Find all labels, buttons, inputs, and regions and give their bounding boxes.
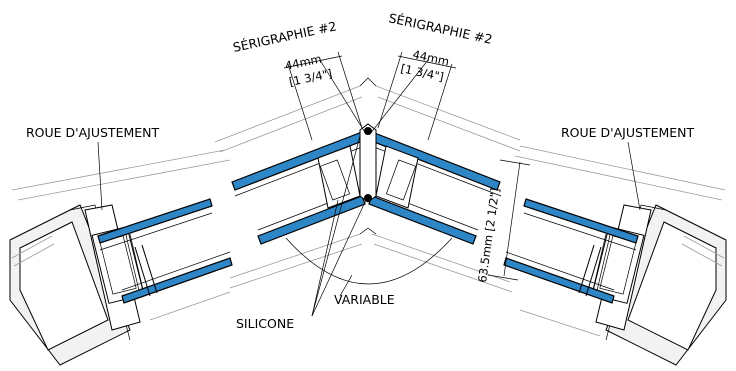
silicone-bead-bottom bbox=[364, 194, 372, 202]
variable-angle-arc bbox=[285, 237, 453, 285]
background-outlines bbox=[11, 77, 726, 337]
label-serigraphie-left: SÉRIGRAPHIE #2 bbox=[232, 18, 338, 55]
right-glass-units bbox=[368, 131, 639, 304]
right-wall bbox=[605, 204, 727, 366]
label-silicone: SILICONE bbox=[236, 316, 294, 331]
label-roue-right: ROUE D'AJUSTEMENT bbox=[561, 125, 694, 140]
leader-lines bbox=[97, 59, 641, 317]
label-variable: VARIABLE bbox=[334, 292, 395, 307]
corner-mullion bbox=[317, 123, 419, 209]
left-glass-units bbox=[97, 131, 366, 304]
dimension-lines bbox=[283, 51, 531, 281]
dim-depth: 63.5mm [2 1/2"] bbox=[475, 187, 502, 283]
label-roue-left: ROUE D'AJUSTEMENT bbox=[26, 125, 159, 140]
silicone-bead-top bbox=[364, 127, 372, 135]
label-serigraphie-right: SÉRIGRAPHIE #2 bbox=[387, 10, 493, 47]
